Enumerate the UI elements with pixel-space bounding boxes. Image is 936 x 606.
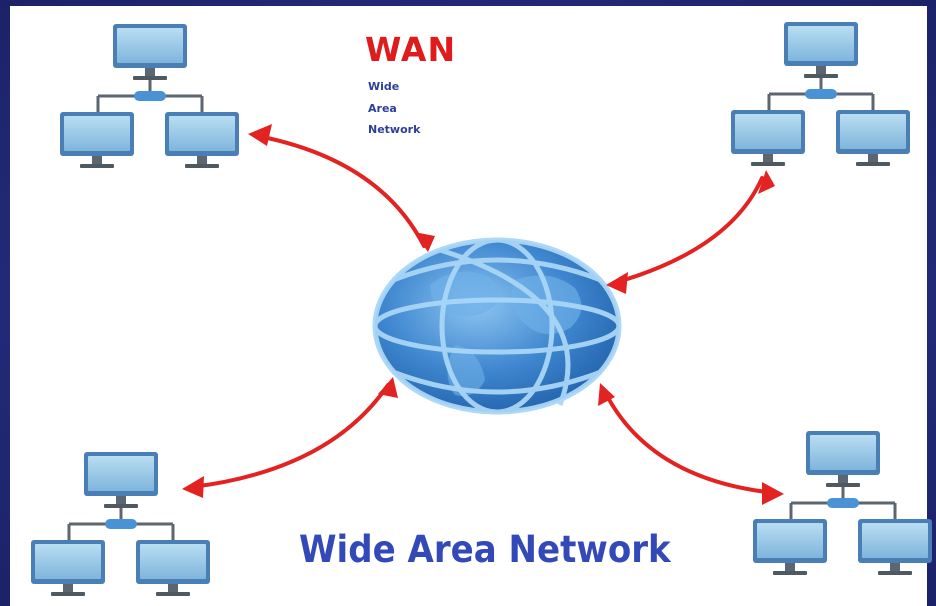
network-top-left (60, 24, 239, 168)
network-top-right (731, 22, 910, 166)
arrowhead-bottom-right-inner (598, 383, 615, 406)
arrow-heads (182, 124, 784, 505)
diagram-caption: Wide Area Network (299, 528, 671, 571)
arrowhead-top-left-outer (248, 124, 272, 146)
arrowhead-bottom-left-inner (378, 377, 398, 398)
wan-expansion-word-3: Network (368, 123, 421, 136)
network-bottom-left (31, 452, 210, 596)
arrowhead-bottom-left-outer (182, 476, 204, 498)
network-bottom-right (753, 431, 932, 575)
connection-arrows (190, 134, 777, 495)
wan-title: WAN (365, 30, 457, 69)
arrow-bottom-right (603, 390, 777, 495)
arrow-top-right (612, 176, 764, 285)
arrowhead-top-right-inner (606, 272, 628, 294)
wan-expansion-word-1: Wide (368, 80, 400, 93)
wan-expansion-word-2: Area (368, 102, 397, 115)
arrow-bottom-left (190, 383, 390, 489)
arrowhead-top-right-outer (758, 170, 775, 194)
arrow-top-left (256, 134, 426, 248)
arrowhead-bottom-right-outer (762, 482, 784, 505)
arrowhead-top-left-inner (414, 232, 435, 252)
globe-icon (372, 237, 622, 415)
